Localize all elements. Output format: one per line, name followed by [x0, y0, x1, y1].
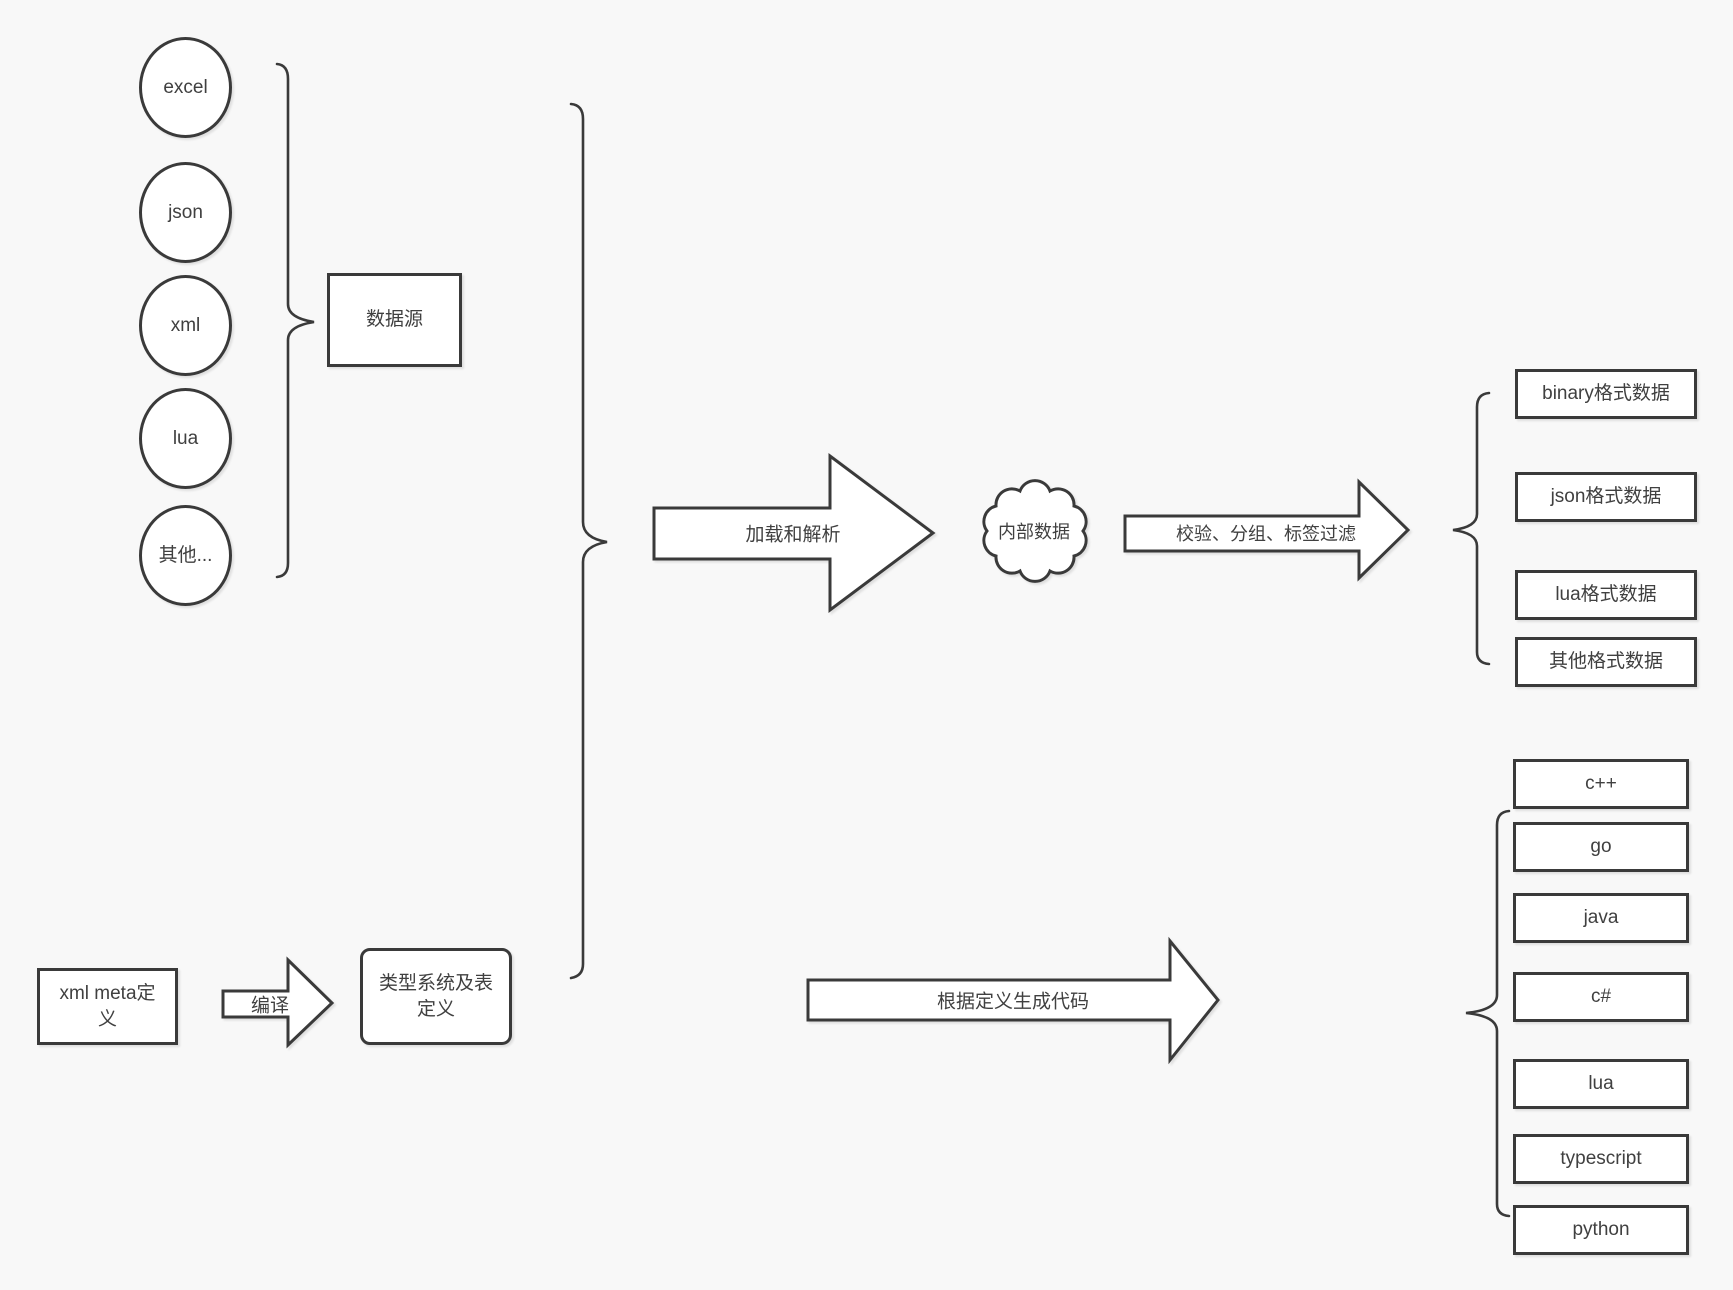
inputs-group-brace — [569, 102, 608, 980]
generate-code-label: 根据定义生成代码 — [936, 991, 1090, 1013]
type-system-definition-box: 类型系统及表定义 — [360, 948, 512, 1045]
validate-filter-label: 校验、分组、标签过滤 — [1176, 524, 1356, 544]
format-box-lua: lua格式数据 — [1515, 570, 1697, 620]
source-ellipse-lua: lua — [139, 388, 232, 489]
compile-label: 编译 — [250, 995, 290, 1017]
source-ellipse-json: json — [139, 162, 232, 263]
source-ellipse-xml: xml — [139, 275, 232, 376]
language-box-csharp: c# — [1513, 972, 1689, 1022]
language-box-python: python — [1513, 1205, 1689, 1255]
language-box-cpp: c++ — [1513, 759, 1689, 809]
source-ellipse-excel: excel — [139, 37, 232, 138]
compile-arrow — [221, 956, 335, 1049]
language-box-lua: lua — [1513, 1059, 1689, 1109]
data-source-box: 数据源 — [327, 273, 462, 367]
format-box-json: json格式数据 — [1515, 472, 1697, 522]
format-box-binary: binary格式数据 — [1515, 369, 1697, 419]
xml-meta-definition-box: xml meta定义 — [37, 968, 178, 1045]
load-parse-label: 加载和解析 — [745, 524, 841, 546]
load-parse-arrow — [652, 453, 936, 613]
internal-data-label: 内部数据 — [998, 522, 1070, 542]
formats-group-brace — [1452, 391, 1491, 666]
language-box-typescript: typescript — [1513, 1134, 1689, 1184]
validate-filter-arrow — [1123, 478, 1411, 582]
source-ellipse-other: 其他... — [139, 505, 232, 606]
language-box-java: java — [1513, 893, 1689, 943]
languages-group-brace — [1465, 809, 1511, 1218]
generate-code-arrow — [806, 936, 1220, 1065]
format-box-other: 其他格式数据 — [1515, 637, 1697, 687]
language-box-go: go — [1513, 822, 1689, 872]
internal-data-cloud — [982, 479, 1088, 583]
sources-group-brace — [275, 62, 315, 579]
